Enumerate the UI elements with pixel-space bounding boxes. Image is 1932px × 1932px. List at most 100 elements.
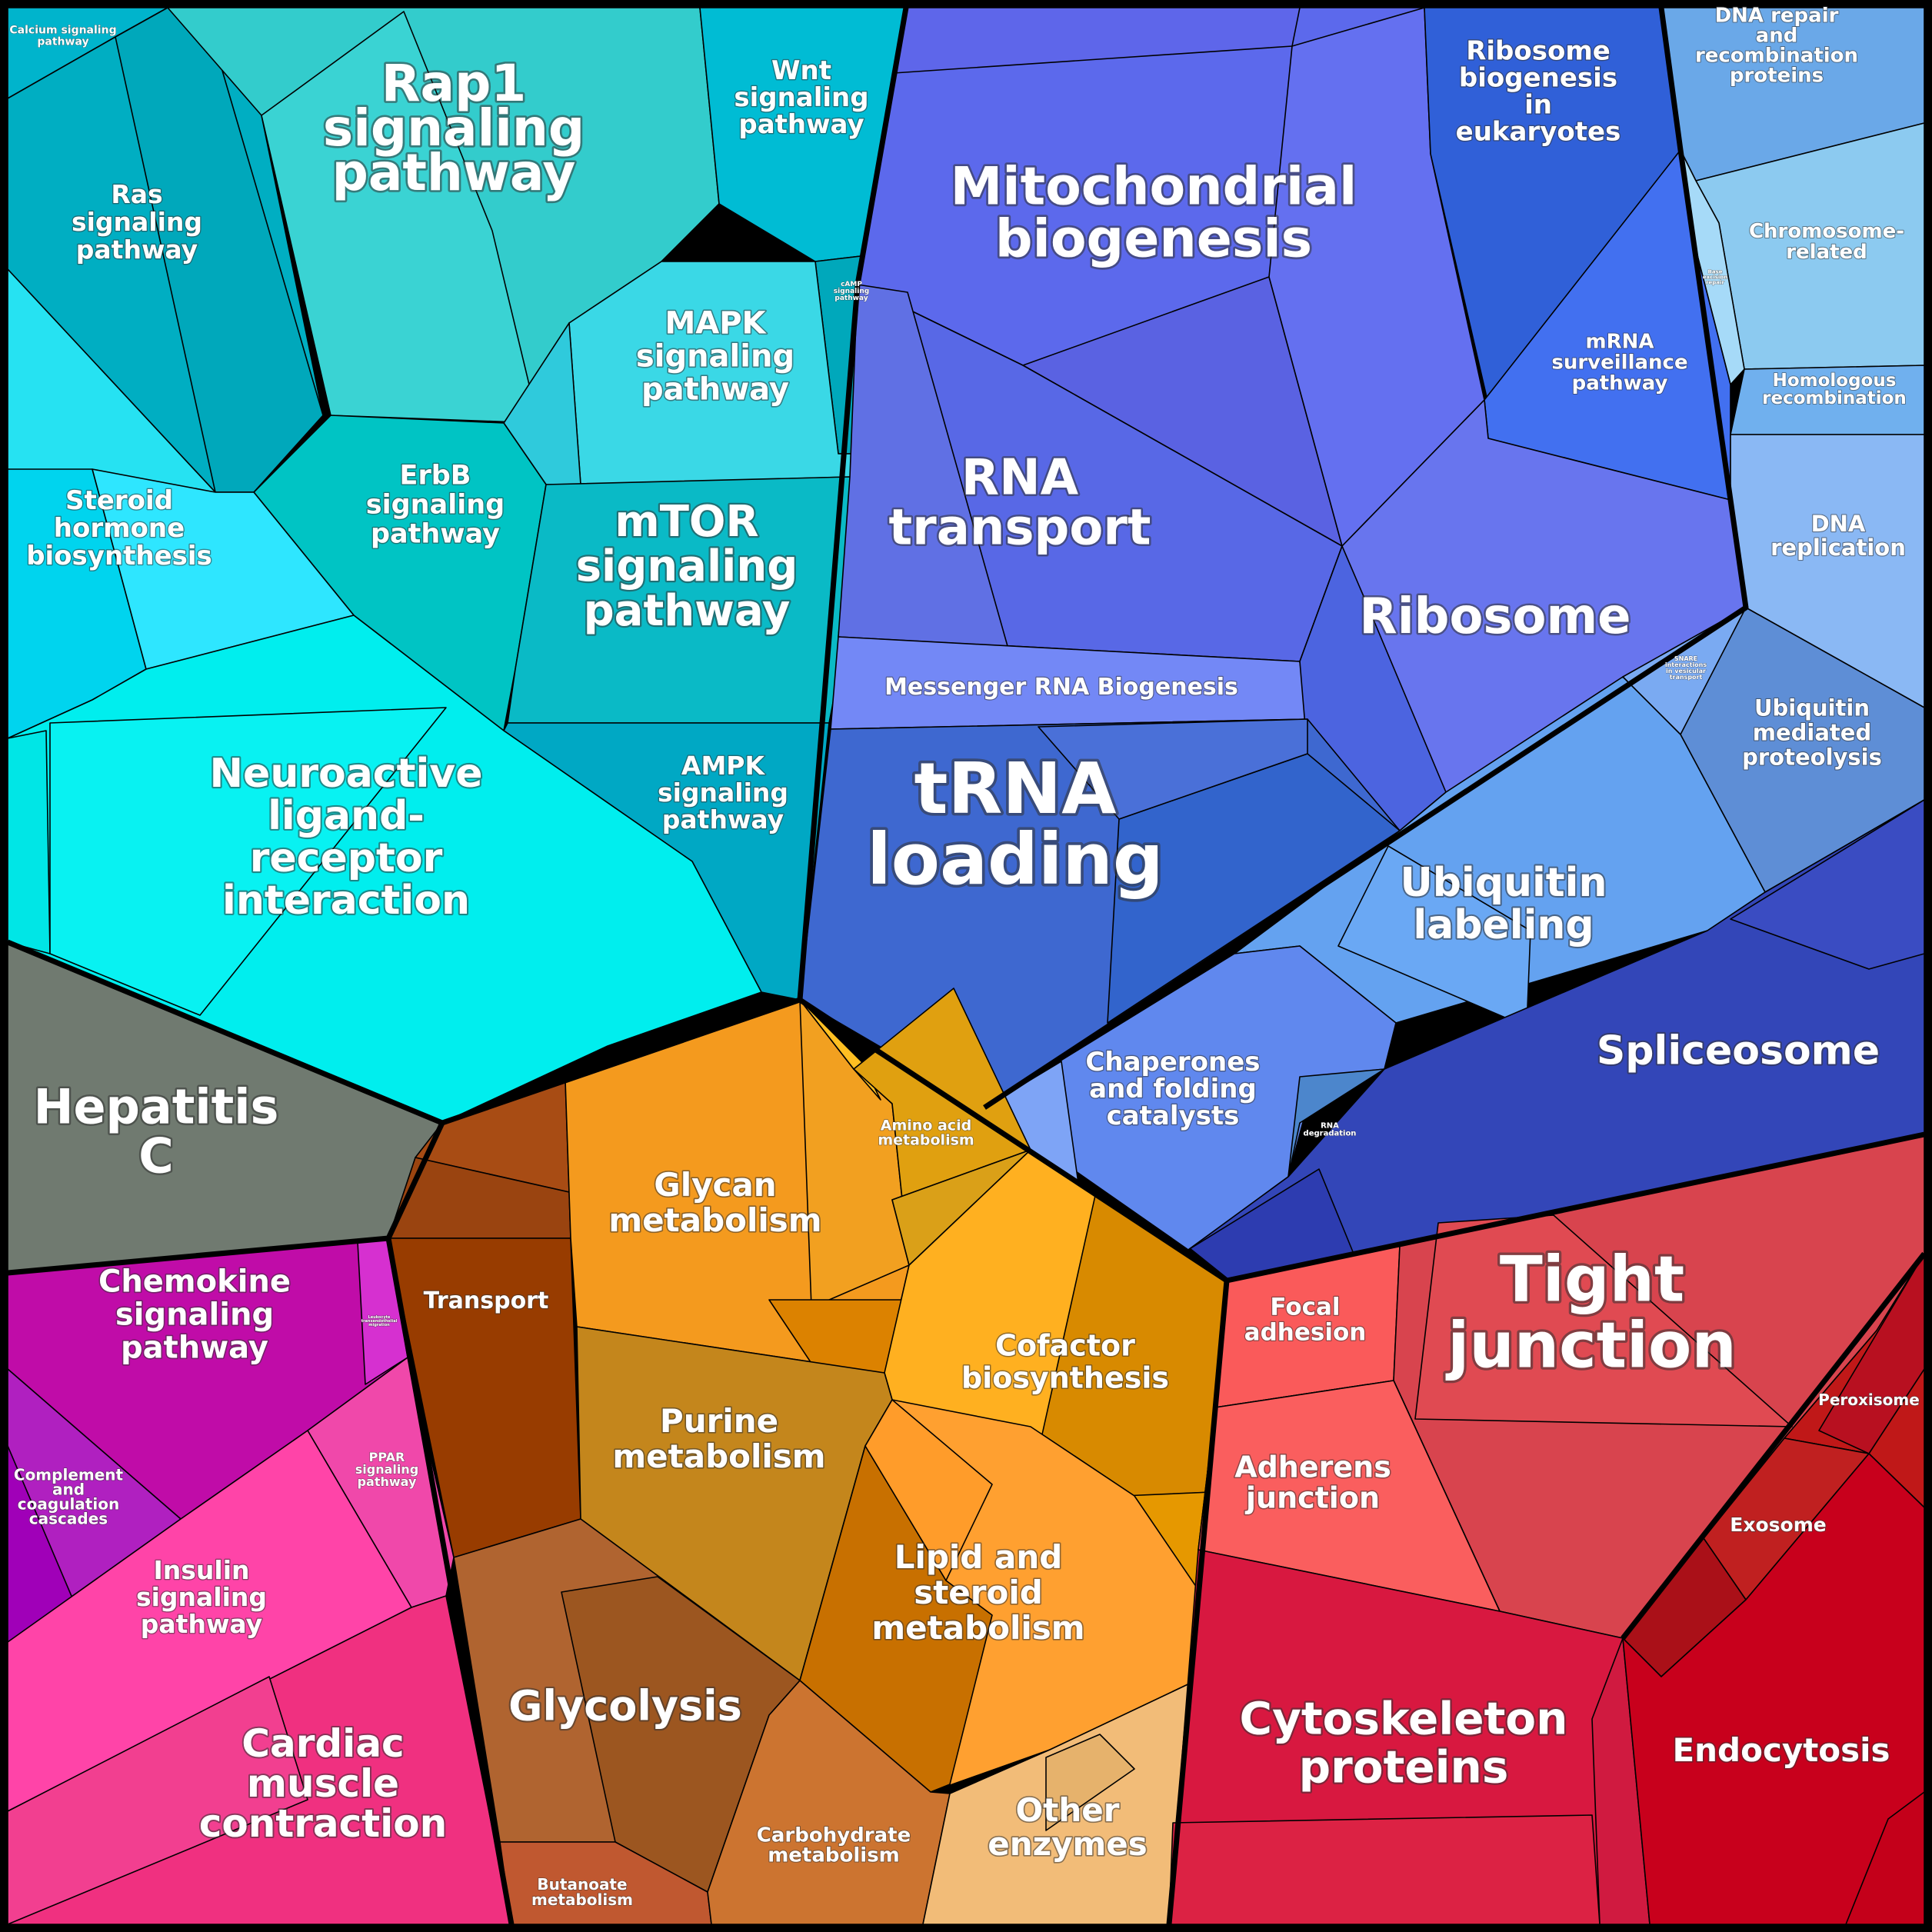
label-exosome: Exosome <box>1730 1514 1826 1536</box>
label-line: Other <box>1016 1791 1120 1829</box>
label-line: cAMP <box>841 281 862 288</box>
label-line: interactions <box>1665 661 1707 668</box>
label-line: Cytoskeleton <box>1240 1692 1568 1744</box>
label-line: Cofactor <box>995 1329 1135 1363</box>
label-line: mRNA <box>1586 330 1654 353</box>
cell-steroid-sub-b <box>92 468 355 670</box>
label-line: repair <box>1706 280 1724 286</box>
border-metabolism-cellular <box>1166 1280 1230 1925</box>
region-genetic-information <box>799 7 1925 1281</box>
border-genetic-internal <box>983 7 1749 1110</box>
label-line: Peroxisome <box>1818 1391 1920 1409</box>
label-line: signaling <box>366 490 505 521</box>
label-line: mTOR <box>615 497 758 547</box>
label-line: and <box>1756 24 1798 47</box>
region-cellular-processes <box>1168 1134 1925 1925</box>
cell-neuroactive-sub-a <box>7 730 51 954</box>
label-line: ligand- <box>268 793 425 839</box>
label-line: and <box>52 1481 85 1499</box>
label-line: RNA <box>1321 1122 1339 1131</box>
label-line: proteins <box>1730 64 1824 87</box>
label-line: Transport <box>424 1287 549 1314</box>
label-line: biogenesis <box>1459 63 1617 94</box>
label-line: metabolism <box>871 1609 1084 1647</box>
label-line: Ubiquitin <box>1754 695 1870 721</box>
label-line: transport <box>889 500 1151 557</box>
label-line: Calcium signaling <box>9 25 116 37</box>
label-line: Chromosome- <box>1749 220 1904 243</box>
label-line: signaling <box>323 98 585 158</box>
cell-ubiq-sub <box>1337 845 1531 1028</box>
label-line: Ubiquitin <box>1400 860 1607 906</box>
label-transport: Transport <box>424 1287 549 1314</box>
label-line: mediated <box>1753 719 1871 745</box>
label-line: pathway <box>834 295 868 302</box>
label-line: metabolism <box>531 1890 633 1909</box>
label-line: biosynthesis <box>26 541 212 571</box>
region-organismal-systems <box>7 1237 512 1925</box>
label-line: transendothelial <box>361 1319 398 1324</box>
label-line: Amino acid <box>881 1117 971 1134</box>
label-line: C <box>138 1128 174 1184</box>
cell-cytoskeleton-sub <box>1168 1814 1601 1925</box>
cell-lipid-sub-b <box>864 1399 993 1581</box>
label-line: surveillance <box>1551 351 1687 374</box>
label-line: in vesicular <box>1666 668 1706 675</box>
label-line: Glycan <box>654 1166 776 1204</box>
label-line: receptor <box>250 835 443 881</box>
label-line: pathway <box>332 143 576 202</box>
label-line: Ribosome <box>1466 36 1611 67</box>
label-line: Base <box>1708 269 1723 275</box>
label-line: Lipid and <box>894 1538 1063 1576</box>
label-line: RNA <box>961 450 1079 507</box>
label-line: Insulin <box>153 1555 249 1585</box>
label-line: junction <box>1244 1481 1380 1515</box>
label-line: metabolism <box>612 1437 825 1475</box>
label-line: tRNA <box>914 748 1116 830</box>
label-line: migration <box>368 1323 390 1327</box>
label-line: SNARE <box>1674 655 1697 662</box>
label-line: pathway <box>121 1330 268 1365</box>
label-line: cascades <box>29 1510 108 1528</box>
cell-other-enzymes-sub <box>1045 1734 1135 1831</box>
label-line: Carbohydrate <box>757 1824 911 1847</box>
label-line: Complement <box>14 1466 124 1484</box>
label-line: Spliceosome <box>1597 1028 1880 1074</box>
label-line: proteins <box>1299 1740 1509 1793</box>
label-line: Endocytosis <box>1672 1731 1890 1769</box>
label-line: in <box>1524 90 1552 121</box>
label-line: Mitochondrial <box>951 156 1357 217</box>
label-line: Purine <box>660 1402 778 1440</box>
label-line: biosynthesis <box>961 1361 1169 1395</box>
label-line: muscle <box>247 1761 399 1806</box>
label-line: contraction <box>199 1801 448 1846</box>
label-endocytosis: Endocytosis <box>1672 1731 1890 1769</box>
label-line: signaling <box>355 1462 418 1477</box>
label-line: and folding <box>1089 1074 1257 1104</box>
label-line: Ras <box>111 179 162 209</box>
label-line: transport <box>1670 674 1703 681</box>
label-glycolysis: Glycolysis <box>508 1681 742 1730</box>
label-line: Adherens <box>1234 1451 1391 1484</box>
label-line: AMPK <box>681 751 766 781</box>
label-line: Ribosome <box>1359 588 1631 645</box>
label-line: Messenger RNA Biogenesis <box>884 674 1238 701</box>
